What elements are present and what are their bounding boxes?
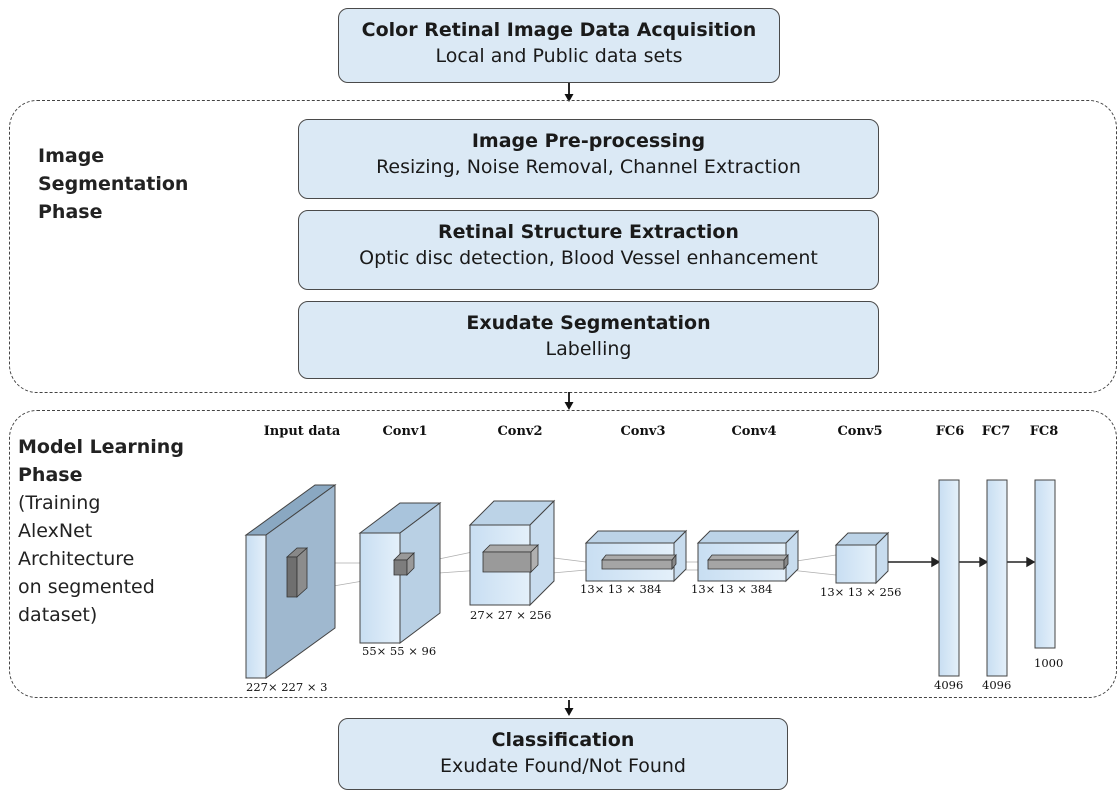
segmentation-phase-label-line: Image bbox=[38, 145, 105, 167]
layer-name: Input data bbox=[264, 424, 341, 439]
learning-phase-label: Model Learning Phase (Training AlexNet A… bbox=[18, 433, 184, 629]
input-data-layer bbox=[244, 484, 337, 679]
layer-name: FC7 bbox=[982, 424, 1011, 439]
learning-phase-label-line: (Training bbox=[18, 492, 101, 514]
layer-name: FC6 bbox=[936, 424, 965, 439]
data-acquisition-subtitle: Local and Public data sets bbox=[435, 45, 683, 67]
structure-extraction-box: Retinal Structure Extraction Optic disc … bbox=[298, 210, 879, 290]
preprocessing-box: Image Pre-processing Resizing, Noise Rem… bbox=[298, 119, 879, 199]
segmentation-phase-label-line: Phase bbox=[38, 201, 103, 223]
classification-title: Classification bbox=[491, 729, 635, 751]
layer-name: FC8 bbox=[1030, 424, 1059, 439]
conv1-layer bbox=[358, 502, 442, 644]
fc-arrows bbox=[888, 556, 1036, 568]
conv4-layer bbox=[696, 529, 800, 583]
classification-box: Classification Exudate Found/Not Found bbox=[338, 718, 788, 790]
segmentation-phase-label: Image Segmentation Phase bbox=[38, 142, 188, 226]
segmentation-phase-label-line: Segmentation bbox=[38, 173, 189, 195]
layer-dims: 13× 13 × 256 bbox=[820, 585, 901, 599]
data-acquisition-box: Color Retinal Image Data Acquisition Loc… bbox=[338, 8, 780, 83]
exudate-segmentation-box: Exudate Segmentation Labelling bbox=[298, 301, 879, 379]
layer-dims: 4096 bbox=[982, 678, 1011, 692]
layer-dims: 227× 227 × 3 bbox=[246, 680, 327, 694]
fc8-layer bbox=[1034, 479, 1056, 649]
fc7-layer bbox=[986, 479, 1008, 677]
image-segmentation-phase bbox=[9, 100, 1117, 393]
exudate-segmentation-subtitle: Labelling bbox=[545, 338, 632, 360]
layer-dims: 27× 27 × 256 bbox=[470, 608, 551, 622]
learning-phase-label-line: Architecture bbox=[18, 548, 135, 570]
conv3-layer bbox=[584, 529, 688, 583]
layer-dims: 13× 13 × 384 bbox=[580, 582, 661, 596]
layer-name: Conv3 bbox=[620, 424, 665, 439]
layer-name: Conv4 bbox=[731, 424, 776, 439]
learning-phase-label-line: AlexNet bbox=[18, 520, 93, 542]
data-acquisition-title: Color Retinal Image Data Acquisition bbox=[361, 19, 757, 41]
exudate-segmentation-title: Exudate Segmentation bbox=[466, 312, 711, 334]
structure-extraction-subtitle: Optic disc detection, Blood Vessel enhan… bbox=[359, 247, 818, 269]
conv2-layer bbox=[468, 499, 556, 607]
arrow-down-icon bbox=[564, 83, 574, 102]
layer-name: Conv1 bbox=[382, 424, 427, 439]
layer-name: Conv5 bbox=[837, 424, 882, 439]
learning-phase-label-line: on segmented bbox=[18, 576, 155, 598]
layer-dims: 55× 55 × 96 bbox=[362, 644, 436, 658]
layer-dims: 13× 13 × 384 bbox=[691, 582, 772, 596]
model-learning-phase bbox=[9, 410, 1117, 698]
preprocessing-subtitle: Resizing, Noise Removal, Channel Extract… bbox=[376, 156, 801, 178]
arrow-down-icon bbox=[564, 700, 574, 716]
alexnet-architecture-diagram: Input data Conv1 Conv2 Conv3 Conv4 Conv5… bbox=[244, 424, 1063, 694]
fc6-layer bbox=[938, 479, 960, 677]
structure-extraction-title: Retinal Structure Extraction bbox=[438, 221, 739, 243]
classification-subtitle: Exudate Found/Not Found bbox=[440, 755, 686, 777]
layer-dims: 4096 bbox=[934, 678, 963, 692]
arrow-down-icon bbox=[564, 392, 574, 410]
conv5-layer bbox=[834, 531, 890, 585]
layer-dims: 1000 bbox=[1034, 656, 1063, 670]
learning-phase-label-line: dataset) bbox=[18, 604, 98, 626]
learning-phase-label-line: Model Learning bbox=[18, 436, 184, 458]
learning-phase-label-line: Phase bbox=[18, 464, 83, 486]
preprocessing-title: Image Pre-processing bbox=[471, 130, 706, 152]
layer-name: Conv2 bbox=[497, 424, 542, 439]
